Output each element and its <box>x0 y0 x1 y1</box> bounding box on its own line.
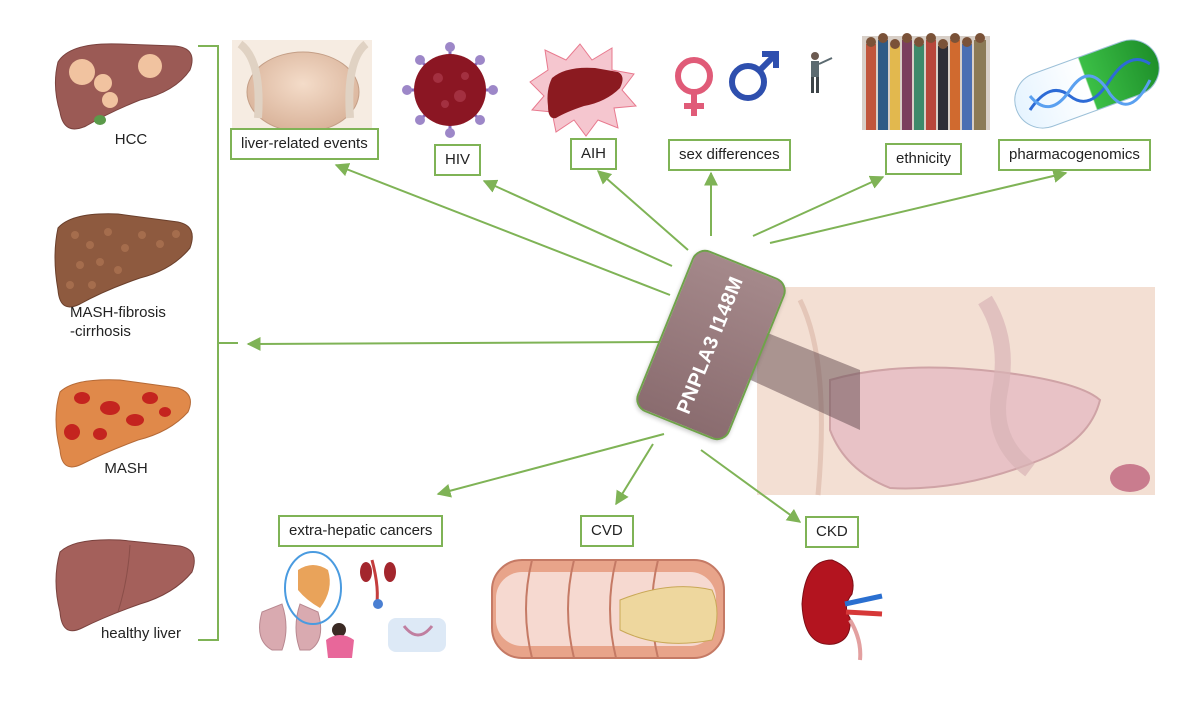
outcome-extra-hepatic-cancers: extra-hepatic cancers <box>278 515 444 547</box>
liver-healthy-icon <box>55 539 195 632</box>
liver-mash-icon <box>55 379 191 468</box>
arrow-to-cancers <box>436 433 665 498</box>
outcome-pharmacogenomics: pharmacogenomics <box>998 139 1151 171</box>
arrow-to-aih <box>596 170 689 251</box>
outcome-sex-differences: sex differences <box>668 139 791 171</box>
outcome-hiv: HIV <box>434 144 482 176</box>
organs-icon <box>259 551 446 658</box>
stage-label-hcc: HCC <box>114 131 148 148</box>
abdomen-icon <box>232 40 372 133</box>
inflamed-liver-icon <box>529 43 638 137</box>
arrow-to-stages <box>246 336 661 351</box>
stage-label-mash-fibrosis: MASH-fibrosis -cirrhosis <box>70 304 166 340</box>
arrow-to-hiv <box>482 179 673 267</box>
crowd-icon <box>862 33 990 130</box>
outcome-ckd: CKD <box>805 516 859 548</box>
arrow-to-liver-events <box>334 163 671 296</box>
gene-variant-label: PNPLA3 I148M <box>672 272 749 417</box>
kidney-icon <box>801 559 883 661</box>
liver-cirrhosis-icon <box>54 213 193 308</box>
arrow-to-cvd <box>615 443 654 506</box>
arrows <box>246 163 1068 523</box>
torso-liver-icon <box>742 287 1155 496</box>
virus-icon <box>402 42 498 138</box>
stage-bracket <box>198 45 238 641</box>
stage-label-healthy-liver: healthy liver <box>100 625 182 642</box>
male-symbol-icon <box>729 51 779 101</box>
outcome-ethnicity: ethnicity <box>885 143 963 175</box>
dna-capsule-icon <box>1014 39 1160 129</box>
female-symbol-icon <box>675 57 713 116</box>
person-icon <box>811 52 833 93</box>
artery-icon <box>491 559 725 659</box>
outcome-liver-related-events: liver-related events <box>230 128 379 160</box>
liver-hcc-icon <box>54 43 193 130</box>
outcome-cvd: CVD <box>580 515 634 547</box>
stage-label-mash: MASH <box>104 460 148 477</box>
arrow-to-ckd <box>700 449 802 523</box>
arrow-to-pharmaco <box>769 169 1068 244</box>
arrow-to-ethnicity <box>752 175 885 237</box>
outcome-aih: AIH <box>570 138 618 170</box>
